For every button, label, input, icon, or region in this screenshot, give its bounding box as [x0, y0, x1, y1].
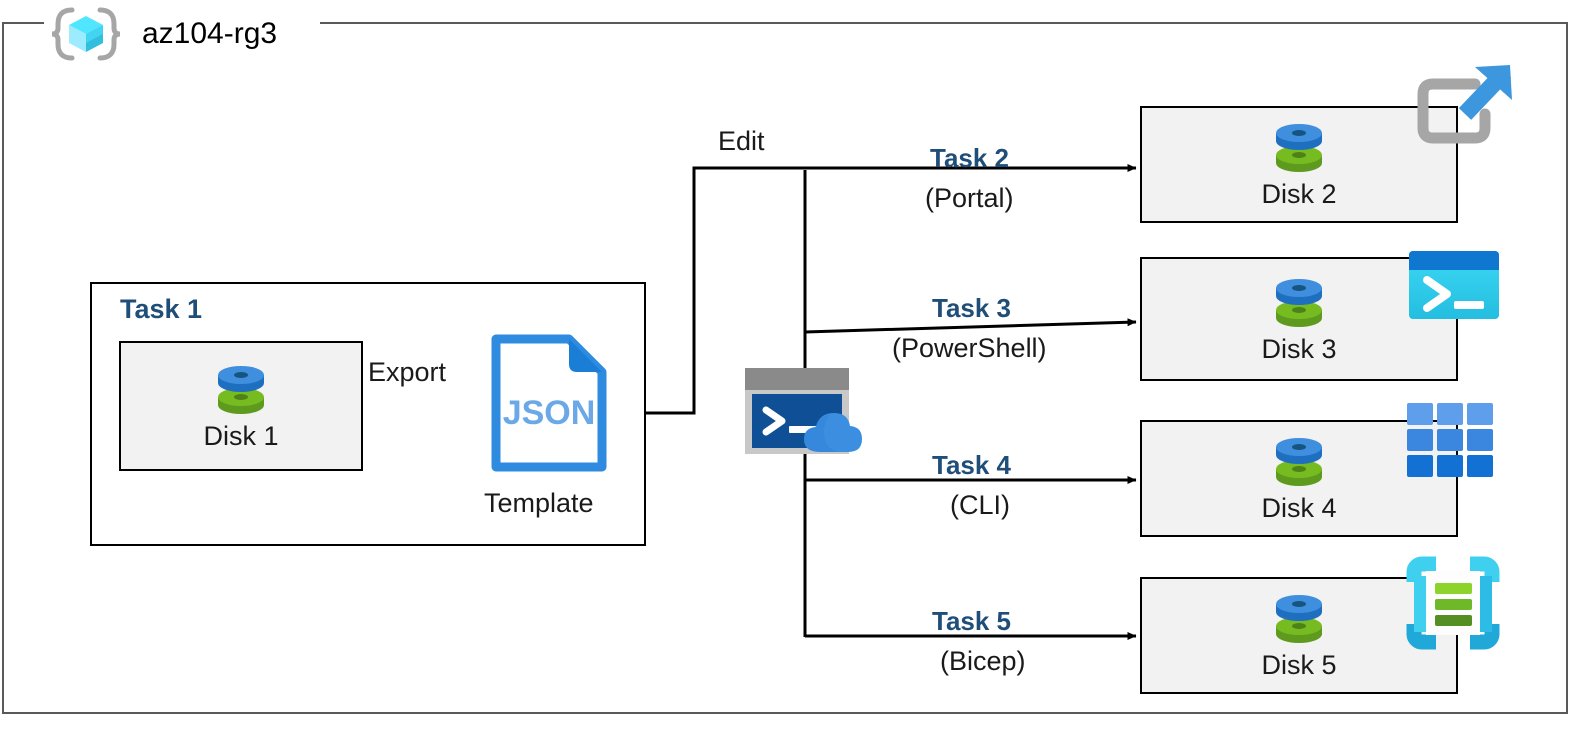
json-file-icon[interactable]: JSON: [491, 334, 607, 472]
task3-method-label: (PowerShell): [892, 333, 1047, 363]
task5-label: Task 5: [932, 606, 1012, 636]
disk4-caption: Disk 4: [1261, 493, 1337, 523]
managed-disk-icon: [209, 361, 273, 419]
disk2-box[interactable]: Disk 2: [1140, 106, 1458, 223]
azure-cli-grid-icon[interactable]: [1406, 402, 1496, 478]
azure-resource-group-icon: [50, 6, 122, 62]
task1-label: Task 1: [120, 294, 203, 324]
export-label: Export: [368, 357, 447, 387]
task4-method-label: (CLI): [950, 490, 1010, 520]
disk3-caption: Disk 3: [1261, 333, 1337, 364]
powershell-console-icon[interactable]: [1407, 249, 1501, 321]
disk3-content: Disk 3: [1142, 259, 1456, 379]
disk5-box[interactable]: Disk 5: [1140, 577, 1458, 694]
disk3-box[interactable]: Disk 3: [1140, 257, 1458, 381]
managed-disk-icon: [1267, 433, 1331, 491]
disk5-content: Disk 5: [1142, 579, 1456, 692]
task2-label: Task 2: [930, 143, 1010, 173]
resource-group-title: az104-rg3: [142, 17, 278, 50]
json-file-text: JSON: [503, 394, 596, 432]
task3-label: Task 3: [932, 293, 1012, 323]
cloud-shell-icon[interactable]: [742, 366, 864, 458]
azure-portal-icon[interactable]: [1409, 58, 1517, 158]
edit-label: Edit: [718, 126, 765, 156]
task5-method-label: (Bicep): [940, 646, 1026, 676]
managed-disk-icon: [1267, 274, 1331, 332]
bicep-file-icon[interactable]: [1406, 556, 1500, 650]
task4-label: Task 4: [932, 450, 1012, 480]
template-caption: Template: [484, 488, 594, 518]
disk1-caption: Disk 1: [203, 420, 279, 451]
disk2-caption: Disk 2: [1261, 179, 1337, 209]
disk4-content: Disk 4: [1142, 422, 1456, 535]
disk2-content: Disk 2: [1142, 108, 1456, 221]
disk1-content: Disk 1: [121, 343, 361, 469]
resource-group-frame: [2, 22, 1568, 714]
disk4-box[interactable]: Disk 4: [1140, 420, 1458, 537]
disk1-box[interactable]: Disk 1: [119, 341, 363, 471]
task2-method-label: (Portal): [925, 183, 1014, 213]
managed-disk-icon: [1267, 119, 1331, 177]
managed-disk-icon: [1267, 590, 1331, 648]
disk5-caption: Disk 5: [1261, 650, 1337, 680]
